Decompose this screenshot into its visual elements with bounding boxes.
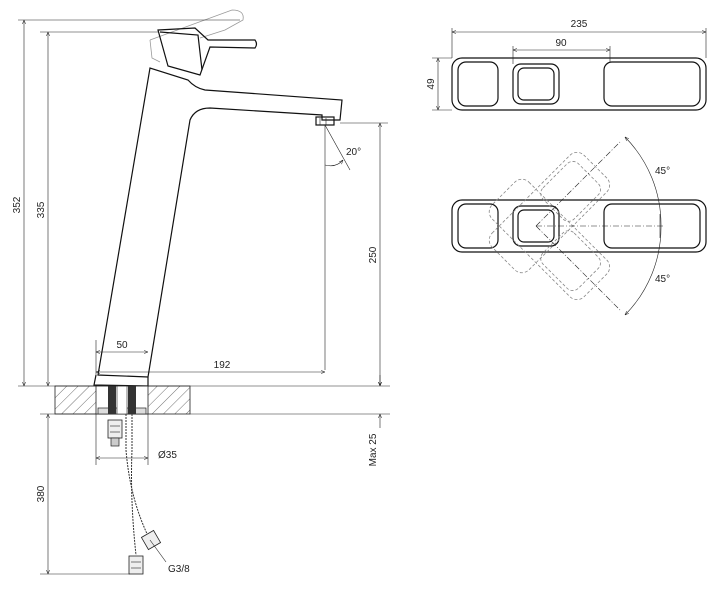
- ghost-lever-outline: [149, 9, 244, 63]
- dim-max-deck: Max 25: [368, 433, 379, 466]
- nut: [107, 419, 123, 439]
- threaded-rod-right: [128, 386, 136, 414]
- dim-hose-length: 380: [36, 485, 47, 502]
- dim-base-offset: 50: [116, 340, 128, 351]
- dim-spout-reach: 192: [214, 360, 231, 371]
- rotation-view: 45° 45°: [451, 137, 707, 315]
- top-dimensions: 235 90 49: [426, 19, 707, 111]
- aerator: [315, 116, 335, 126]
- dim-total-height: 352: [12, 196, 23, 213]
- supply-hoses: [107, 414, 162, 575]
- dim-spout-clearance: 250: [368, 246, 379, 263]
- dim-top-handle-width: 90: [555, 38, 567, 49]
- dim-connection: G3/8: [168, 564, 190, 575]
- dim-top-length: 235: [571, 19, 588, 30]
- dim-spout-angle: 20°: [346, 147, 361, 158]
- side-dimensions: 352 335 250 20° 192 50: [12, 19, 390, 575]
- hose-fitting-right: [140, 529, 162, 551]
- side-view: 352 335 250 20° 192 50: [12, 9, 390, 575]
- faucet-body: [93, 67, 343, 387]
- countertop-section: [54, 385, 191, 415]
- top-body-outline: [451, 57, 707, 111]
- dim-top-depth: 49: [426, 78, 437, 90]
- dim-mount-hole: Ø35: [158, 450, 177, 461]
- dim-body-height: 335: [36, 201, 47, 218]
- top-handle: [512, 63, 560, 105]
- rotation-body-outline: [451, 199, 707, 253]
- dim-angle-upper: 45°: [655, 166, 670, 177]
- threaded-rod-left: [108, 386, 116, 414]
- lever-handle: [157, 27, 258, 76]
- top-view: 235 90 49: [426, 19, 707, 111]
- rotation-dimensions: 45° 45°: [655, 166, 670, 285]
- dim-angle-lower: 45°: [655, 274, 670, 285]
- hose-fitting-left: [128, 555, 144, 575]
